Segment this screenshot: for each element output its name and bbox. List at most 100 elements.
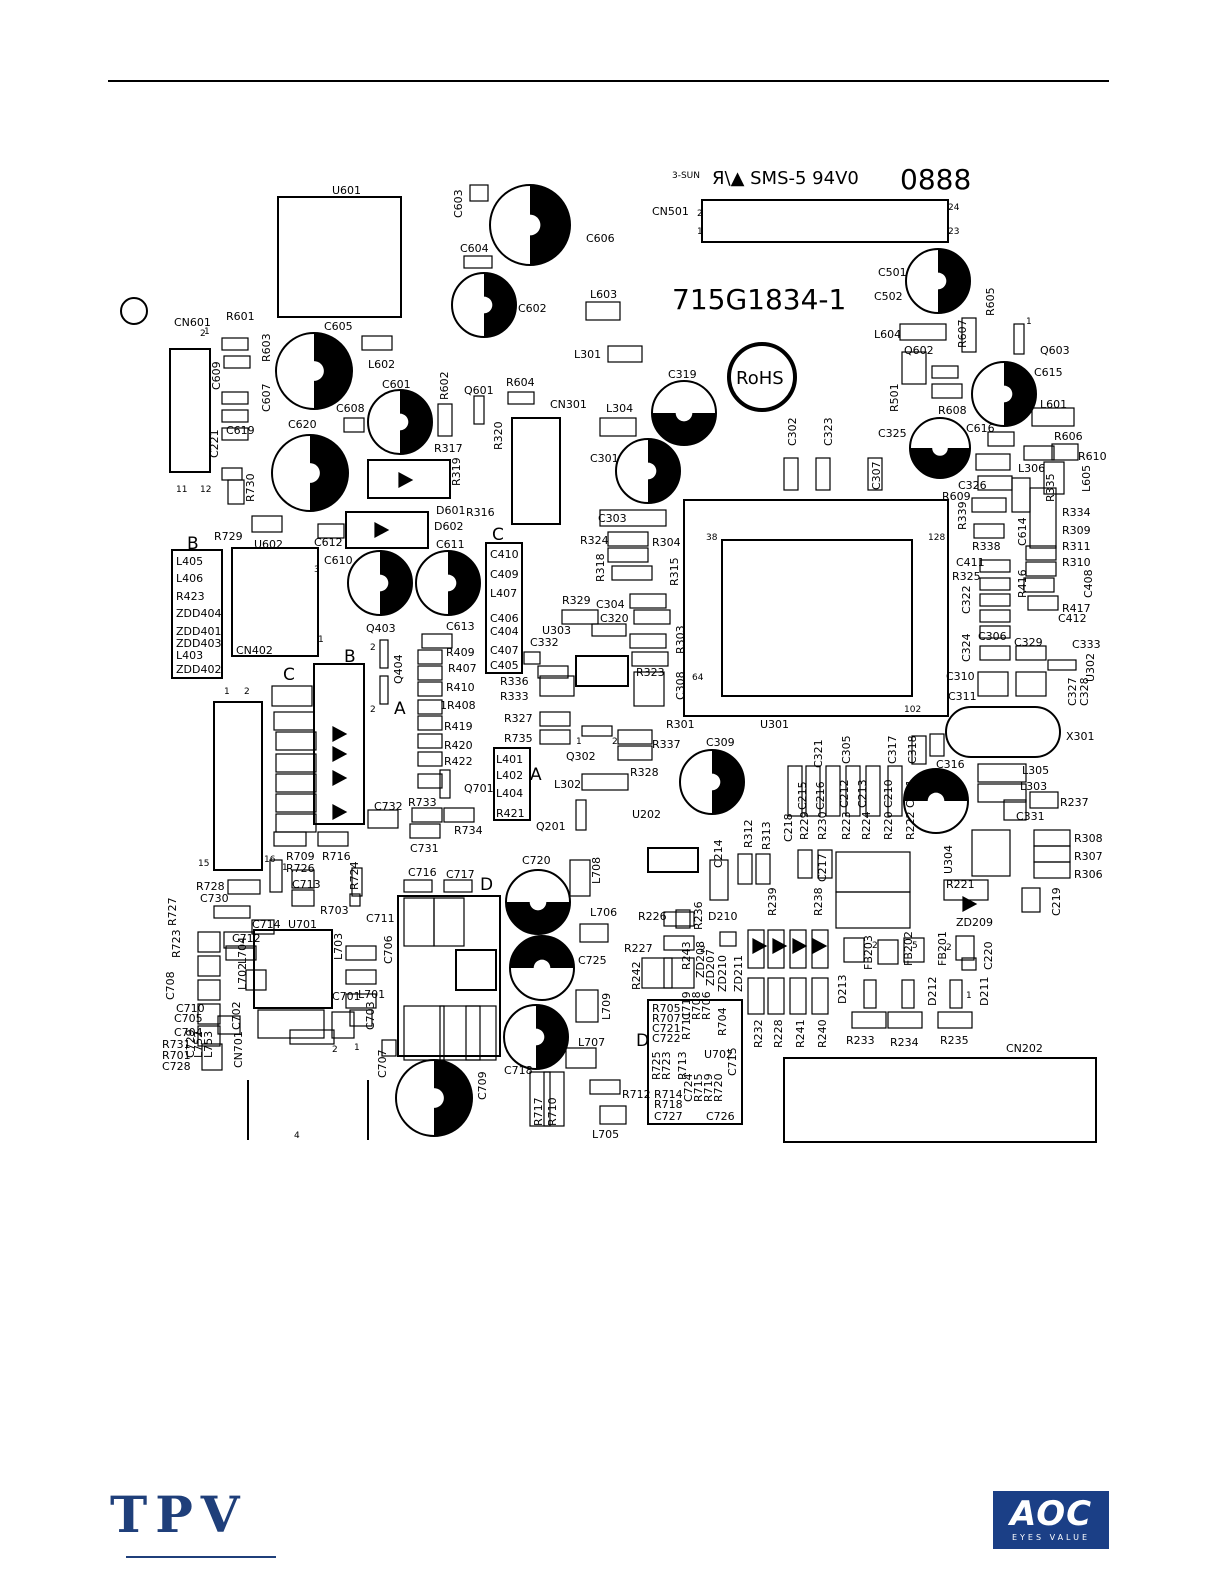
smd-pad-9 [473, 395, 485, 425]
component-label-c727: C727 [654, 1110, 683, 1123]
component-label-r410: R410 [446, 681, 475, 694]
component-label-l402: L402 [496, 769, 523, 782]
u202-body [647, 847, 699, 873]
c725-cap-core [533, 959, 551, 977]
component-label-c706: C706 [382, 935, 395, 964]
component-label-c332: C332 [530, 636, 559, 649]
smd-pad-137 [641, 957, 673, 989]
component-label-c603: C603 [452, 189, 465, 218]
component-label-c319: C319 [668, 368, 697, 381]
diode-symbol-7 [772, 937, 788, 955]
pin-number-label: 12 [200, 485, 211, 495]
smd-pad-25 [1031, 407, 1075, 427]
component-label-c211: C211 [904, 779, 917, 808]
c602-cap-fill [484, 273, 516, 337]
smd-pad-142 [755, 853, 771, 885]
component-label-c601: C601 [382, 378, 411, 391]
pin-number-label: 1 [966, 991, 972, 1001]
component-label-u302: U302 [1084, 653, 1097, 682]
component-label-c215: C215 [796, 781, 809, 810]
smd-pad-93 [275, 753, 317, 773]
smd-pad-57 [629, 593, 667, 609]
pin-number-label: 2 [612, 737, 618, 747]
c718-cap [503, 1004, 569, 1070]
c325-cap-fill [910, 448, 970, 478]
diode-symbol-4 [332, 769, 348, 787]
component-label-d602: D602 [434, 520, 463, 533]
c610-cap [347, 550, 413, 616]
component-label-r727: R727 [166, 897, 179, 926]
cn402-body [213, 701, 263, 871]
component-label-r329: R329 [562, 594, 591, 607]
c601-cap [367, 389, 433, 455]
smd-pad-50 [317, 523, 345, 539]
tpv-logo: TPV [110, 1490, 276, 1562]
component-label-c411: C411 [956, 556, 985, 569]
group-c-frame [485, 542, 523, 674]
smd-pad-6 [361, 335, 393, 351]
component-label-c303: C303 [598, 512, 627, 525]
component-label-r243: R243 [680, 941, 693, 970]
pin-number-label: 2 [946, 943, 952, 953]
component-label-c501: C501 [878, 266, 907, 279]
component-label-r324: R324 [580, 534, 609, 547]
smd-pad-56 [611, 565, 653, 581]
component-label-r725: R725 [650, 1051, 663, 1080]
component-label-r325: R325 [952, 570, 981, 583]
component-label-r708: R708 [690, 991, 703, 1020]
smd-pad-184 [929, 733, 945, 757]
c316-cap [903, 768, 969, 834]
smd-pad-64 [537, 665, 569, 679]
component-label-c716: C716 [408, 866, 437, 879]
smd-pad-119 [351, 867, 363, 897]
component-label-l404: L404 [496, 787, 523, 800]
component-label-r230: R230 [816, 811, 829, 840]
pin-number-label: 128 [928, 533, 945, 543]
smd-pad-149 [767, 977, 785, 1015]
pin-number-label: 1 [282, 863, 288, 873]
smd-pad-68 [539, 729, 571, 745]
smd-pad-102 [213, 905, 251, 919]
component-label-l704: L704 [236, 937, 249, 964]
pin-number-label: 64 [692, 673, 704, 683]
smd-pad-72 [581, 773, 629, 791]
component-label-d211: D211 [978, 977, 991, 1006]
component-label-r339: R339 [956, 501, 969, 530]
smd-pad-155 [835, 891, 911, 929]
c309-cap [679, 749, 745, 815]
component-label-c309: C309 [706, 736, 735, 749]
component-label-l603: L603 [590, 288, 617, 301]
smd-pad-21 [931, 365, 959, 379]
component-label-r309: R309 [1062, 524, 1091, 537]
u301-die [721, 539, 913, 697]
smd-pad-163 [901, 979, 915, 1009]
group-a-frame [493, 747, 531, 821]
component-label-r316: R316 [466, 506, 495, 519]
smd-pad-177 [787, 765, 803, 817]
component-label-l706: L706 [590, 906, 617, 919]
c709-cap [395, 1059, 473, 1137]
c501-cap-fill [938, 249, 970, 313]
smd-pad-11 [469, 184, 489, 202]
component-label-c701: C701 [332, 990, 361, 1003]
smd-pad-29 [975, 453, 1011, 471]
c709-cap-core [424, 1088, 444, 1108]
pin-number-label: 4 [294, 1131, 300, 1141]
component-label-c725: C725 [578, 954, 607, 967]
component-label-c710: C710 [176, 1002, 205, 1015]
smd-pad-79 [417, 715, 443, 731]
smd-pad-139 [675, 909, 691, 929]
component-label-c702: C702 [230, 1001, 243, 1030]
c611-cap-fill [448, 551, 480, 615]
smd-pad-35 [973, 523, 1005, 539]
smd-pad-27 [1023, 445, 1055, 461]
component-label-c615: C615 [1034, 366, 1063, 379]
c605-cap-fill [314, 333, 352, 409]
component-label-r723b: R723 [660, 1051, 673, 1080]
component-label-r729: R729 [214, 530, 243, 543]
component-label-c619: C619 [226, 424, 255, 437]
component-label-r242: R242 [630, 961, 643, 990]
component-label-l605: L605 [1080, 465, 1093, 492]
smd-pad-48 [977, 671, 1009, 697]
component-label-r717: R717 [532, 1097, 545, 1126]
